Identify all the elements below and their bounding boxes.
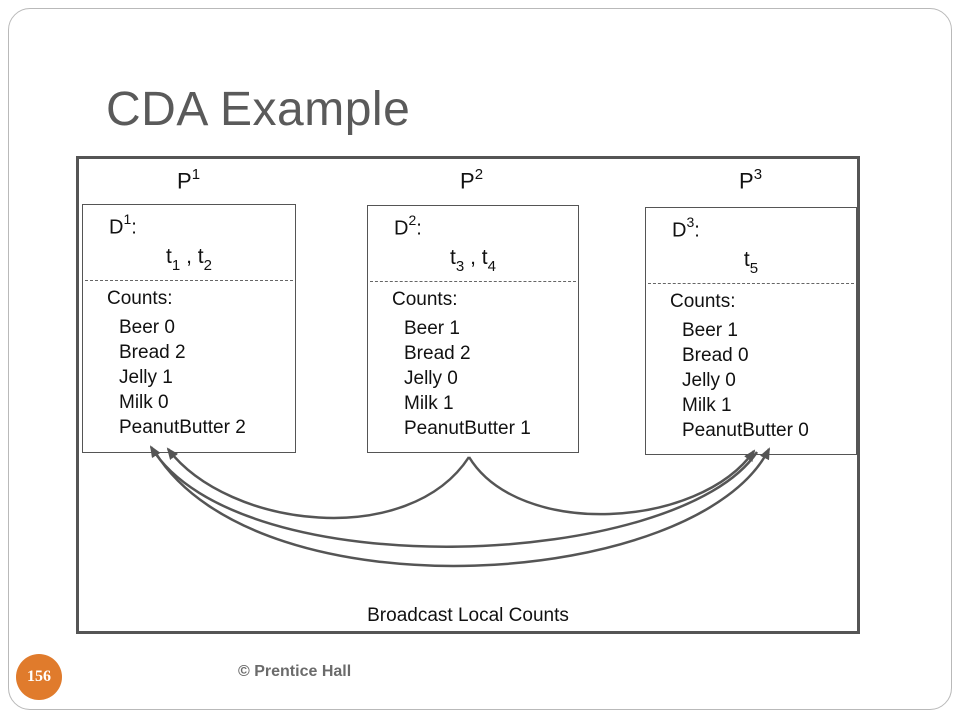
site-box-3: D3: t5 Counts: Beer 1 Bread 0 Jelly 0 Mi… xyxy=(645,207,857,455)
partition-label-2: D2: xyxy=(394,212,422,240)
transaction-list-2: t3 , t4 xyxy=(450,246,496,276)
counts-label-3: Counts: xyxy=(670,291,736,312)
partition-divider-2 xyxy=(370,281,576,282)
count-list-3: Beer 1 Bread 0 Jelly 0 Milk 1 PeanutButt… xyxy=(682,318,809,443)
partition-label-3: D3: xyxy=(672,214,700,242)
count-item: Milk 1 xyxy=(682,395,732,416)
transaction-list-3: t5 xyxy=(743,248,759,278)
slide-title: CDA Example xyxy=(106,83,411,136)
footer-copyright: © Prentice Hall xyxy=(238,663,352,680)
count-item: Bread 2 xyxy=(404,343,471,364)
count-item: PeanutButter 0 xyxy=(682,420,809,441)
count-item: Milk 0 xyxy=(119,392,169,413)
counts-label-1: Counts: xyxy=(107,288,173,309)
partition-divider-1 xyxy=(85,280,293,281)
count-item: PeanutButter 1 xyxy=(404,418,531,439)
arrow-p3-to-p1 xyxy=(149,445,759,548)
count-item: Beer 1 xyxy=(404,318,460,339)
processor-label-1: P1 xyxy=(177,166,201,194)
count-item: Bread 2 xyxy=(119,342,186,363)
counts-label-2: Counts: xyxy=(392,289,458,310)
arrow-p2-to-p3 xyxy=(467,449,756,516)
transaction-list-1: t1 , t2 xyxy=(166,245,212,275)
count-item: Bread 0 xyxy=(682,345,749,366)
arrow-p1-to-p3 xyxy=(153,447,771,568)
processor-label-3: P3 xyxy=(739,166,763,194)
partition-divider-3 xyxy=(648,283,854,284)
count-item: Milk 1 xyxy=(404,393,454,414)
site-box-1: D1: t1 , t2 Counts: Beer 0 Bread 2 Jelly… xyxy=(82,204,296,453)
count-item: Jelly 1 xyxy=(119,367,173,388)
partition-label-1: D1: xyxy=(109,211,137,239)
count-list-2: Beer 1 Bread 2 Jelly 0 Milk 1 PeanutButt… xyxy=(404,316,531,441)
arrow-p2-to-p1 xyxy=(166,447,471,520)
page-number-badge: 156 xyxy=(16,654,62,700)
processor-label-2: P2 xyxy=(460,166,484,194)
count-item: PeanutButter 2 xyxy=(119,417,246,438)
count-item: Beer 1 xyxy=(682,320,738,341)
count-item: Beer 0 xyxy=(119,317,175,338)
count-item: Jelly 0 xyxy=(682,370,736,391)
count-item: Jelly 0 xyxy=(404,368,458,389)
count-list-1: Beer 0 Bread 2 Jelly 1 Milk 0 PeanutButt… xyxy=(119,315,246,440)
broadcast-label: Broadcast Local Counts xyxy=(367,605,569,626)
broadcast-arrows xyxy=(149,445,771,568)
site-box-2: D2: t3 , t4 Counts: Beer 1 Bread 2 Jelly… xyxy=(367,205,579,453)
cda-diagram: P1 P2 P3 D1: t1 , t2 Counts: Beer 0 Brea… xyxy=(76,156,860,634)
